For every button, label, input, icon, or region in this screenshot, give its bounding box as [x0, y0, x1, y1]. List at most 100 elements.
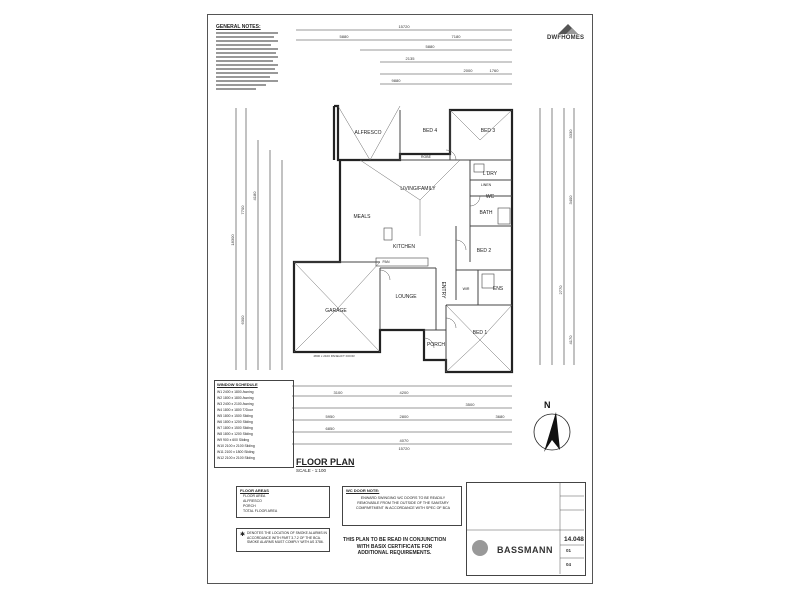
- notes-text-line: [216, 68, 275, 70]
- window-schedule: WINDOW SCHEDULE W1 2400 x 1800 Awning W2…: [214, 380, 294, 468]
- notes-text-line: [216, 64, 278, 66]
- plan-title: FLOOR PLAN: [296, 457, 355, 467]
- floor-areas-title: FLOOR AREAS: [240, 488, 269, 493]
- company-name: BASSMANN: [497, 545, 554, 555]
- table-row: W11 2100 x 1800 Sliding: [217, 450, 255, 454]
- hip-line: [479, 339, 513, 373]
- basix-note: THIS PLAN TO BE READ IN CONJUNCTION WITH…: [343, 537, 446, 556]
- room-entry: ENTRY: [440, 282, 446, 300]
- notes-text-line: [216, 44, 271, 46]
- dim-label: 7180: [452, 34, 462, 39]
- dim-label: 3330: [568, 129, 573, 139]
- hip-line: [337, 261, 381, 309]
- door-swing: [469, 195, 481, 207]
- dwf-logo: [558, 24, 578, 34]
- dim-label: 3500: [466, 402, 476, 407]
- dim-label: 6850: [326, 426, 336, 431]
- dim-label: 7700: [240, 205, 245, 215]
- room-bed2: BED 2: [477, 248, 492, 254]
- room-garage: GARAGE: [325, 308, 347, 314]
- door-swing: [445, 317, 457, 329]
- room-lounge: LOUNGE: [395, 294, 417, 300]
- door-swing: [455, 239, 467, 251]
- table-row: FLOOR AREA: [243, 494, 266, 498]
- table-row: ALFRESCO: [243, 499, 262, 503]
- dim-overall-top: 15720: [398, 24, 410, 29]
- floor-areas-rows: FLOOR AREA ALFRESCO PORCH TOTAL FLOOR AR…: [243, 494, 277, 514]
- room-ldry: L'DRY: [483, 171, 498, 177]
- notes-text-line: [216, 60, 273, 62]
- dim-label: 9880: [392, 78, 402, 83]
- dim-label: 4170: [568, 335, 573, 345]
- table-row: W10 2100 x 2100 Sliding: [217, 444, 255, 448]
- notes-text-line: [216, 88, 256, 90]
- dim-label: 2770: [558, 285, 563, 295]
- hip-line: [445, 339, 481, 373]
- smoke-alarm-text: DENOTES THE LOCATION OF SMOKE ALARMS IN …: [247, 531, 327, 545]
- dim-label: 4200: [400, 390, 410, 395]
- laundry-tub: [473, 163, 485, 173]
- smoke-alarm-icon: ✱: [240, 532, 246, 538]
- table-row: TOTAL FLOOR AREA: [243, 509, 278, 513]
- room-bed1: BED 1: [473, 330, 488, 336]
- hip-line: [293, 307, 339, 353]
- dim-label: 1760: [490, 68, 500, 73]
- door-swing: [423, 337, 435, 349]
- company-mark: [472, 540, 488, 556]
- room-bath: BATH: [480, 210, 493, 216]
- hip-line: [445, 304, 481, 341]
- table-row: W9 900 x 600 Sliding: [217, 438, 250, 442]
- room-wir: WIR: [463, 287, 470, 291]
- shower: [481, 273, 495, 289]
- floor-areas-box: FLOOR AREAS FLOOR AREA ALFRESCO PORCH TO…: [236, 486, 330, 518]
- dim-label: 2800: [400, 414, 410, 419]
- dim-label: 5880: [340, 34, 350, 39]
- room-kitchen: KITCHEN: [393, 244, 415, 250]
- notes-text-line: [216, 48, 278, 50]
- window-schedule-title: WINDOW SCHEDULE: [217, 382, 258, 387]
- window-schedule-rows: W1 2400 x 1800 Awning W2 1800 x 1800 Awn…: [217, 389, 255, 461]
- dim-overall-bottom: 15720: [398, 446, 410, 451]
- notes-text-line: [216, 72, 278, 74]
- room-linen: LINEN: [481, 183, 492, 187]
- wc-door-note-body: ENWARD SWINGING WC DOORS TO BE READILY R…: [355, 496, 451, 510]
- door-swing: [379, 269, 391, 281]
- room-porch: PORCH: [427, 342, 445, 348]
- notes-text-line: [216, 56, 278, 58]
- dim-label: 5950: [326, 414, 336, 419]
- sheet-number-b: 04: [566, 562, 572, 567]
- room-robe: ROBE: [421, 155, 432, 159]
- notes-text-line: [216, 76, 270, 78]
- dim-label: 3400: [568, 195, 573, 205]
- dim-label: 6300: [240, 315, 245, 325]
- job-number: 14.048: [564, 536, 584, 543]
- dim-label: 2000: [464, 68, 474, 73]
- notes-text-line: [216, 52, 276, 54]
- dim-overall-left: 18300: [230, 234, 235, 246]
- wc-door-note: WC DOOR NOTE: ENWARD SWINGING WC DOORS T…: [342, 486, 462, 526]
- notes-text-line: [216, 36, 274, 38]
- table-row: W7 1800 x 1500 Sliding: [217, 426, 253, 430]
- hip-line: [293, 261, 339, 309]
- notes-text-line: [216, 84, 266, 86]
- table-row: W3 2400 x 2100 Awning: [217, 402, 254, 406]
- dim-label: 2135: [406, 56, 416, 61]
- dim-label: 3100: [334, 390, 344, 395]
- hip-line: [479, 304, 513, 341]
- dim-label: 3680: [496, 414, 506, 419]
- garage-door-label: 4800 x 2100 PANELIFT DOOR: [313, 354, 355, 358]
- north-arrow: N: [533, 400, 571, 452]
- dim-label: 4070: [400, 438, 410, 443]
- kitchen-bench: [375, 257, 429, 267]
- plan-scale: SCALE - 1:100: [296, 468, 327, 473]
- table-row: W2 1800 x 1800 Awning: [217, 396, 254, 400]
- hip-line: [449, 109, 481, 141]
- room-ens: ENS: [493, 286, 504, 292]
- hip-line: [369, 105, 401, 161]
- north-label: N: [544, 400, 551, 410]
- room-alfresco: ALFRESCO: [355, 130, 382, 136]
- table-row: W4 1800 x 1800 T/Door: [217, 408, 253, 412]
- dim-label: 4180: [252, 191, 257, 201]
- bathtub: [497, 207, 511, 225]
